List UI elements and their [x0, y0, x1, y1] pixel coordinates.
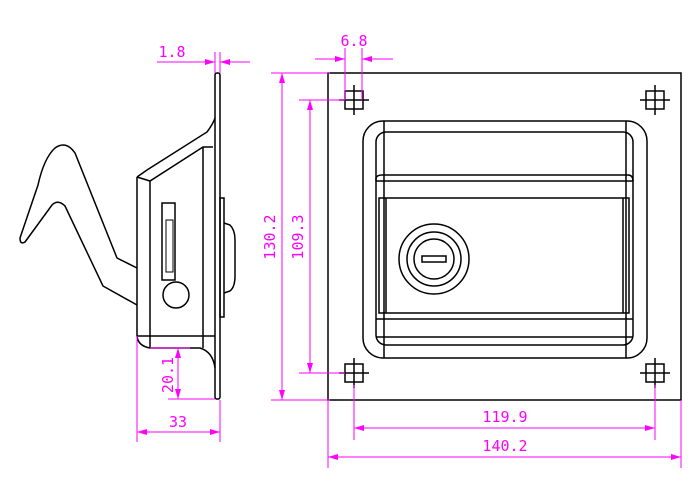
- dimensions: 1.8 20.1 33 6.8 130.2 109.3 119.9 140.2: [136, 32, 682, 468]
- lock-body: [219, 197, 225, 318]
- key-lock-icon: [398, 223, 470, 295]
- mounting-hole-icon: [640, 85, 670, 115]
- mounting-plate: [327, 72, 682, 401]
- dim-hole-size: 6.8: [340, 32, 367, 50]
- lock-cap: [223, 222, 236, 294]
- slot-inner: [165, 219, 174, 273]
- mounting-hole-icon: [640, 358, 670, 388]
- slot: [161, 202, 176, 281]
- handle-tray: [362, 120, 648, 359]
- housing-top-slope: [136, 117, 216, 178]
- dim-flange-height: 20.1: [159, 357, 177, 393]
- dim-plate-height: 130.2: [261, 214, 279, 259]
- pivot-hole: [162, 281, 190, 309]
- dim-hole-spacing-vertical: 109.3: [289, 214, 307, 259]
- dim-depth: 33: [169, 413, 187, 431]
- hook: [19, 144, 138, 306]
- handle-top: [375, 174, 634, 182]
- handle-tray-inner: [375, 131, 634, 346]
- housing-inner-slope: [136, 146, 213, 182]
- dim-hole-spacing-horizontal: 119.9: [482, 408, 527, 426]
- dim-plate-width: 140.2: [482, 437, 527, 455]
- mounting-holes: [339, 85, 670, 388]
- side-view: [19, 72, 236, 400]
- front-view: [327, 72, 682, 401]
- handle-flap: [378, 197, 630, 314]
- dim-plate-thickness: 1.8: [158, 43, 185, 61]
